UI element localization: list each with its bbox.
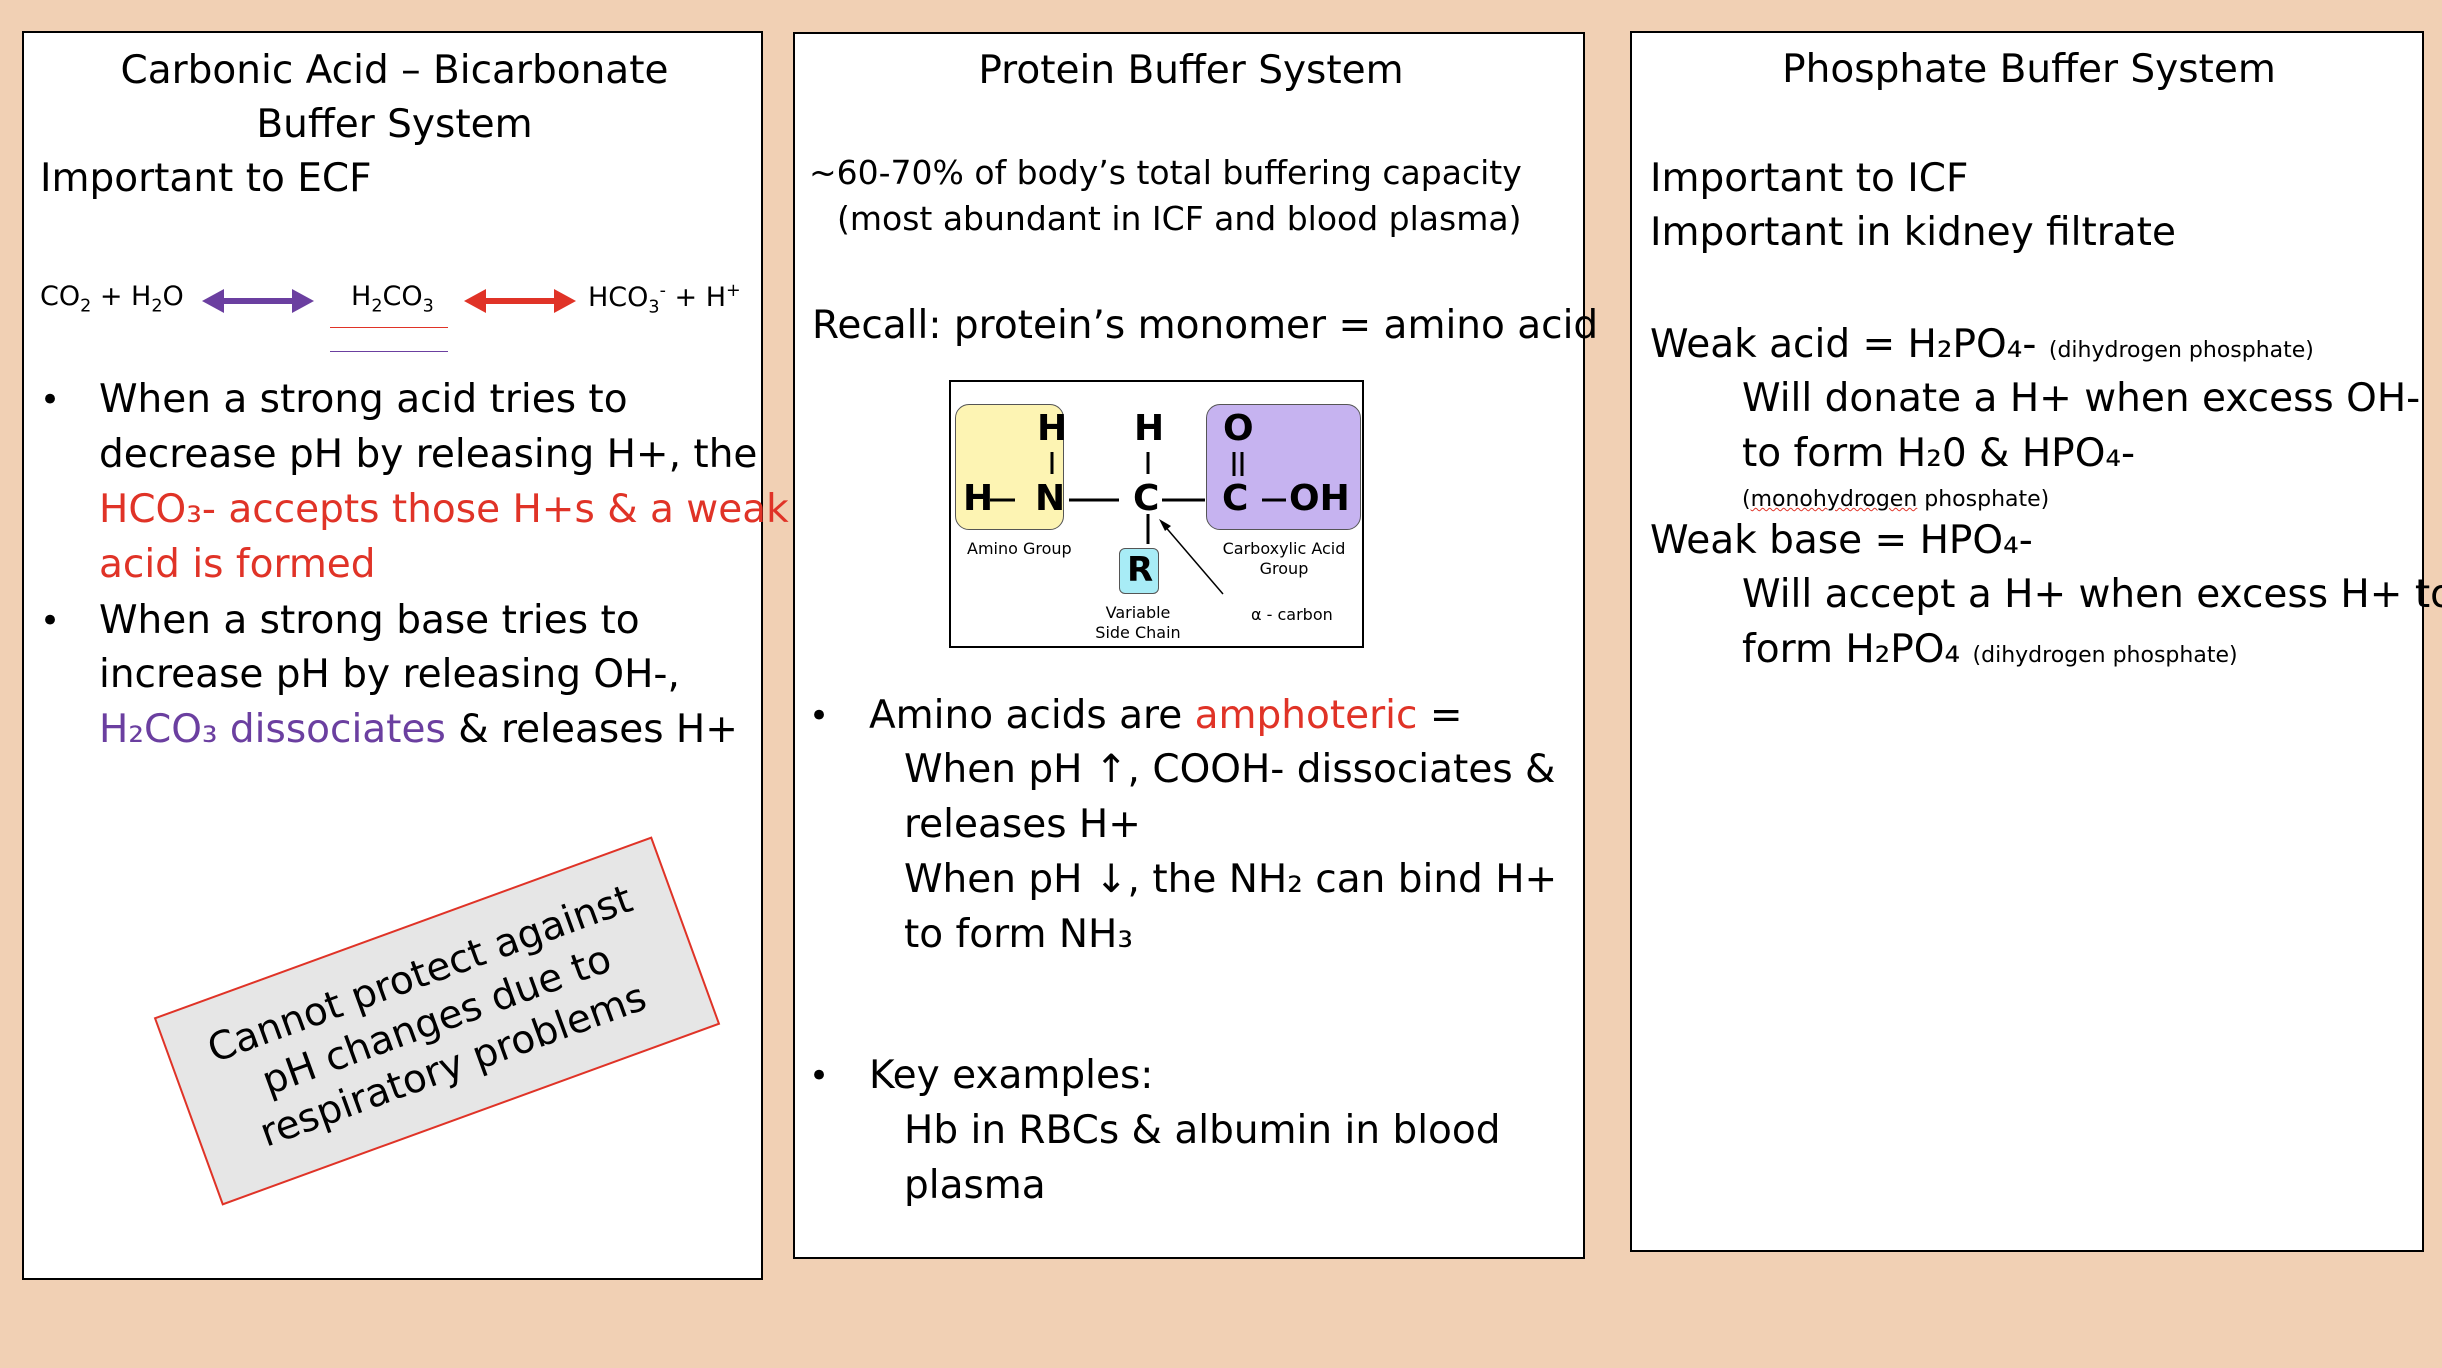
base-text-line1: When a strong base tries to	[99, 598, 640, 643]
carbonic-underline	[330, 327, 448, 328]
carboxyl-c: C	[1222, 478, 1249, 519]
acid-text-line2: decrease pH by releasing H+, the	[99, 432, 758, 477]
alpha-carbon-label: α - carbon	[1251, 605, 1333, 624]
amino-group-label: Amino Group	[967, 539, 1072, 558]
amine-h-top: H	[1037, 408, 1068, 449]
panel2-title: Protein Buffer System	[978, 48, 1404, 93]
monohydrogen-label: (monohydrogen phosphate)	[1742, 487, 2050, 512]
key-examples-label: Key examples:	[869, 1053, 1154, 1098]
base-text-line3: H₂CO₃ dissociates & releases H+	[99, 707, 738, 752]
panel1-title-line1: Carbonic Acid – Bicarbonate	[120, 48, 669, 93]
bond-lines	[990, 452, 1286, 595]
recall-monomer: Recall: protein’s monomer = amino acid	[812, 303, 1599, 348]
weak-acid-line: Weak acid = H₂PO₄- (dihydrogen phosphate…	[1650, 322, 2314, 367]
ph-up-line2: releases H+	[904, 802, 1141, 847]
amino-group-box	[955, 404, 1064, 530]
donate-line2: to form H₂0 & HPO₄-	[1742, 431, 2136, 476]
carboxylic-label-2: Group	[1259, 559, 1309, 578]
capacity-line1: ~60-70% of body’s total buffering capaci…	[809, 153, 1522, 192]
acid-text-line3: HCO₃- accepts those H+s & a weak	[99, 487, 789, 532]
amine-n: N	[1035, 478, 1066, 519]
variable-label-2: Side Chain	[1095, 623, 1181, 642]
donate-line1: Will donate a H+ when excess OH-	[1742, 376, 2421, 421]
amino-acid-diagram: H H N H C O C OH R Amino Group Carboxyli…	[949, 380, 1364, 648]
ph-up-line1: When pH ↑, COOH- dissociates &	[904, 747, 1556, 792]
acid-text-line1: When a strong acid tries to	[99, 377, 628, 422]
panel3-title: Phosphate Buffer System	[1782, 47, 2276, 92]
purple-double-arrow-icon	[202, 289, 314, 313]
carbonic-acid-panel: Carbonic Acid – Bicarbonate Buffer Syste…	[22, 31, 789, 1280]
ph-down-line1: When pH ↓, the NH₂ can bind H+	[904, 857, 1558, 902]
amphoteric-line: Amino acids are amphoteric =	[869, 693, 1463, 738]
panel1-important-ecf: Important to ECF	[40, 156, 372, 201]
panel1-title-line2: Buffer System	[256, 102, 533, 147]
equation-products: HCO3- + H+	[588, 281, 741, 318]
bullet-2: •	[40, 601, 61, 641]
examples-line2: plasma	[904, 1163, 1046, 1208]
alpha-c: C	[1133, 478, 1160, 519]
equation-reactants: CO2 + H2O	[40, 281, 184, 317]
examples-line1: Hb in RBCs & albumin in blood	[904, 1108, 1501, 1153]
respiratory-warning-box: Cannot protect against pH changes due to…	[153, 836, 721, 1206]
protein-buffer-panel: Protein Buffer System ~60-70% of body’s …	[793, 32, 1598, 1259]
red-double-arrow-icon	[464, 289, 576, 313]
acid-text-line4: acid is formed	[99, 542, 376, 587]
bullet-examples: •	[809, 1056, 830, 1096]
r-group: R	[1127, 550, 1154, 590]
base-text-line2: increase pH by releasing OH-,	[99, 652, 680, 697]
carbonyl-o: O	[1223, 408, 1254, 449]
accept-line2: form H₂PO₄ (dihydrogen phosphate)	[1742, 627, 2238, 672]
important-icf: Important to ICF	[1650, 156, 1969, 201]
phosphate-buffer-panel: Phosphate Buffer System Important to ICF…	[1630, 31, 2442, 1252]
hydroxyl-oh: OH	[1289, 478, 1350, 519]
amine-h-left: H	[963, 478, 994, 519]
equation-carbonic-acid: H2CO3	[351, 281, 434, 317]
carboxyl-group-box	[1206, 404, 1361, 530]
ph-down-line2: to form NH₃	[904, 912, 1134, 957]
bullet-amphoteric: •	[809, 696, 830, 736]
alpha-h: H	[1134, 408, 1165, 449]
capacity-line2: (most abundant in ICF and blood plasma)	[837, 199, 1522, 238]
accept-line1: Will accept a H+ when excess H+ to	[1742, 572, 2442, 617]
r-group-box	[1119, 548, 1159, 594]
important-kidney: Important in kidney filtrate	[1650, 210, 2176, 255]
weak-base-line: Weak base = HPO₄-	[1650, 518, 2033, 563]
carboxylic-label-1: Carboxylic Acid	[1222, 539, 1346, 558]
bullet-1: •	[40, 380, 61, 420]
variable-label-1: Variable	[1105, 603, 1171, 622]
carbonic-underline-2	[330, 351, 448, 352]
